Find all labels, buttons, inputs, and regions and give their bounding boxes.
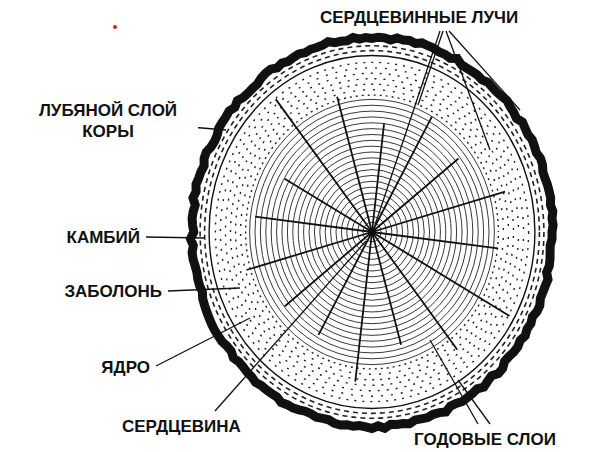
red-dot [113, 25, 117, 29]
medullary-ray [372, 232, 401, 345]
heartwood-label: ЯДРО [99, 357, 152, 378]
medullary-ray [355, 232, 372, 382]
wood-drawing [191, 37, 554, 428]
medullary-ray [276, 99, 372, 232]
sapwood [236, 84, 509, 380]
sapwood [215, 62, 528, 401]
sapwood [231, 79, 514, 386]
pith-label: СЕРДЦЕВИНА [120, 416, 243, 437]
leader-lines [146, 31, 520, 424]
medullary-ray [337, 97, 372, 232]
medullary-ray [372, 232, 457, 350]
sapwood-label: ЗАБОЛОНЬ [62, 281, 164, 302]
rays-label: СЕРДЦЕВИННЫЕ ЛУЧИ [318, 7, 520, 28]
bast-label: ЛУБЯНОЙ СЛОЙ КОРЫ [18, 100, 198, 142]
medullary-ray [255, 217, 372, 232]
medullary-ray [285, 179, 372, 232]
medullary-ray [372, 192, 505, 232]
cambium [209, 56, 535, 409]
medullary-ray [319, 232, 373, 335]
cambium-label: КАМБИЙ [65, 227, 142, 248]
bast-layer [200, 46, 544, 418]
medullary-ray [285, 232, 372, 306]
rings-label: ГОДОВЫЕ СЛОИ [412, 429, 558, 450]
sapwood [225, 73, 518, 390]
bast-layer [205, 51, 540, 414]
medullary-ray [372, 117, 432, 232]
sapwood [246, 95, 499, 369]
medullary-ray [372, 232, 498, 248]
medullary-ray [372, 232, 510, 316]
medullary-ray [247, 232, 373, 270]
bark [191, 37, 554, 428]
